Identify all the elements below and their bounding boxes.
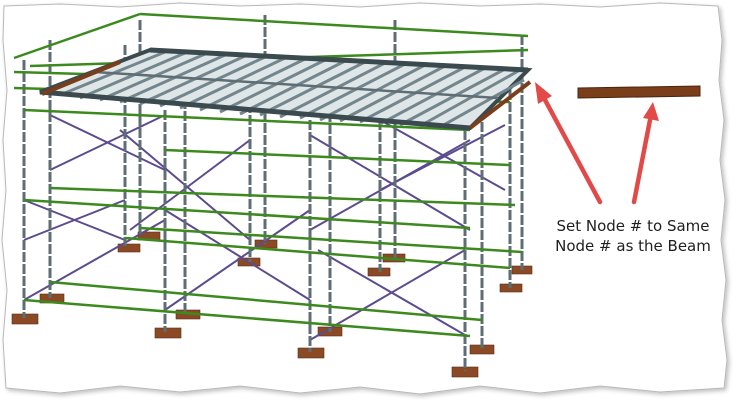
- support-beams: [41, 60, 532, 130]
- arrow-head-left: [535, 82, 552, 104]
- annotation-line-2: Node # as the Beam: [555, 237, 711, 255]
- base-plate: [117, 243, 141, 253]
- annotation-callout: Set Node # to Same Node # as the Beam: [548, 216, 718, 256]
- deck-platform: [39, 47, 533, 131]
- arrow-head-right: [643, 102, 659, 121]
- beam-element: [577, 85, 701, 99]
- annotation-line-1: Set Node # to Same: [556, 217, 710, 235]
- base-plate: [154, 327, 182, 339]
- base-plate: [451, 366, 479, 378]
- pointer-arrows: [535, 82, 659, 205]
